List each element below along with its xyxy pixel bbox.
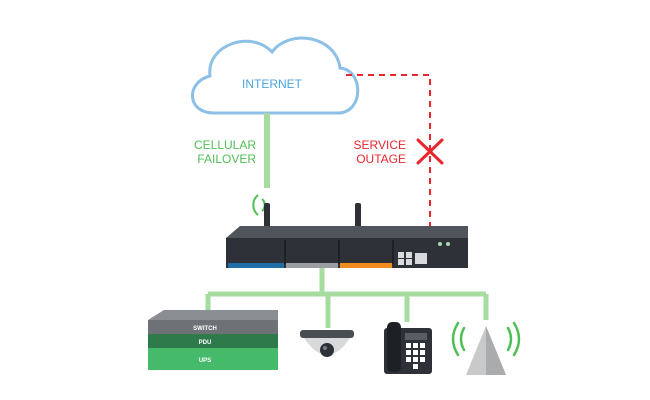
x-mark-icon xyxy=(416,138,444,165)
outage-label-line1: SERVICE xyxy=(354,138,406,152)
console-server-icon xyxy=(226,203,468,268)
desk-phone-icon xyxy=(384,322,432,374)
switch-label: SWITCH xyxy=(193,326,217,332)
cloud-icon xyxy=(191,36,360,115)
pdu-label: PDU xyxy=(199,340,212,346)
lan-connections xyxy=(205,268,489,328)
outage-label-line2: OUTAGE xyxy=(356,152,406,166)
rack-stack xyxy=(148,310,278,370)
security-camera-icon xyxy=(300,330,354,357)
wireless-tower-icon xyxy=(451,321,521,375)
cellular-signal-icon xyxy=(252,194,266,216)
primary-link-dashed xyxy=(346,74,431,228)
cellular-label-line2: FAILOVER xyxy=(197,152,256,166)
internet-label: INTERNET xyxy=(242,77,303,91)
cellular-label-line1: CELLULAR xyxy=(194,138,256,152)
cellular-link-line xyxy=(264,113,270,188)
ups-label: UPS xyxy=(199,358,211,364)
